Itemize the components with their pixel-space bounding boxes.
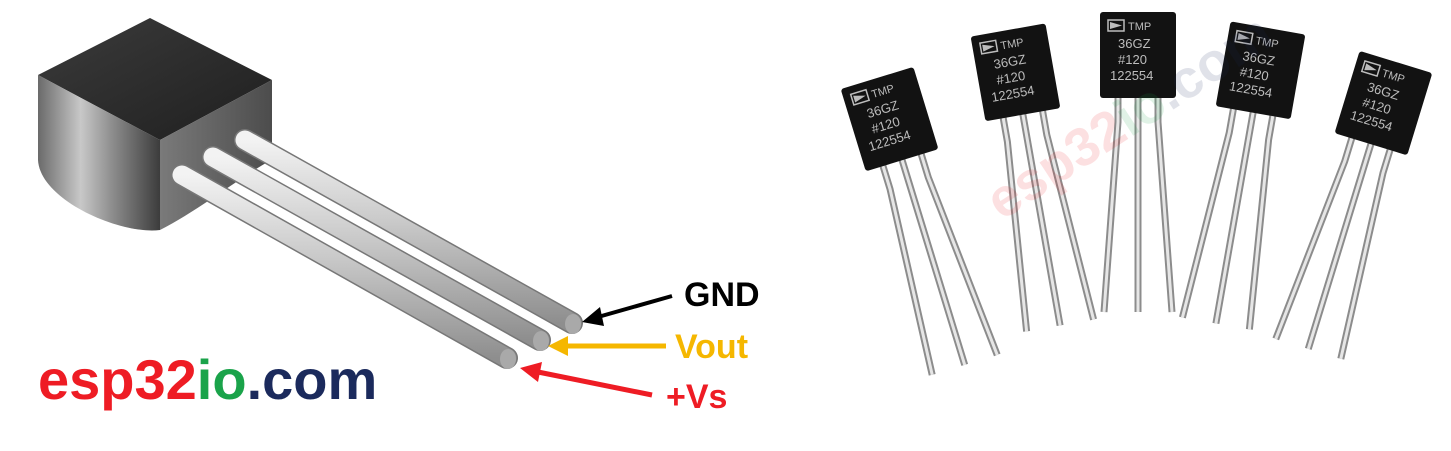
sensor-marking-text: 36GZ [1118,36,1151,51]
brand-part-io: io [196,348,247,411]
vout-arrow [548,336,666,356]
sensor-marking-text: 36GZ [992,51,1027,71]
gnd-arrow [582,294,673,326]
vs-label: +Vs [666,378,728,416]
sensor-marking-text: 122554 [990,82,1035,104]
sensor-marking-text: #120 [995,68,1026,88]
sensor-marking-text: #120 [1239,64,1270,84]
sensor-marking-text: #120 [1118,52,1147,67]
sensor-marking-text: 36GZ [1242,48,1277,68]
sensor-marking-text: 122554 [1110,68,1153,83]
brand-logo: esp32io.com [38,352,377,408]
gnd-label: GND [684,276,760,314]
sensor-photo: TMP36GZ#120122554TMP36GZ#120122554TMP36G… [841,12,1432,376]
brand-part-esp32: esp32 [38,348,197,411]
sensor-marking-text: TMP [1128,21,1151,33]
sensor-marking-text: TMP [1000,37,1025,53]
brand-part-com: .com [246,348,378,411]
sensor-marking-text: TMP [1255,35,1280,51]
pin-legs [171,129,583,369]
vs-arrow [520,362,653,398]
sensor-marking-text: 122554 [1228,78,1273,100]
vout-label: Vout [675,328,749,366]
